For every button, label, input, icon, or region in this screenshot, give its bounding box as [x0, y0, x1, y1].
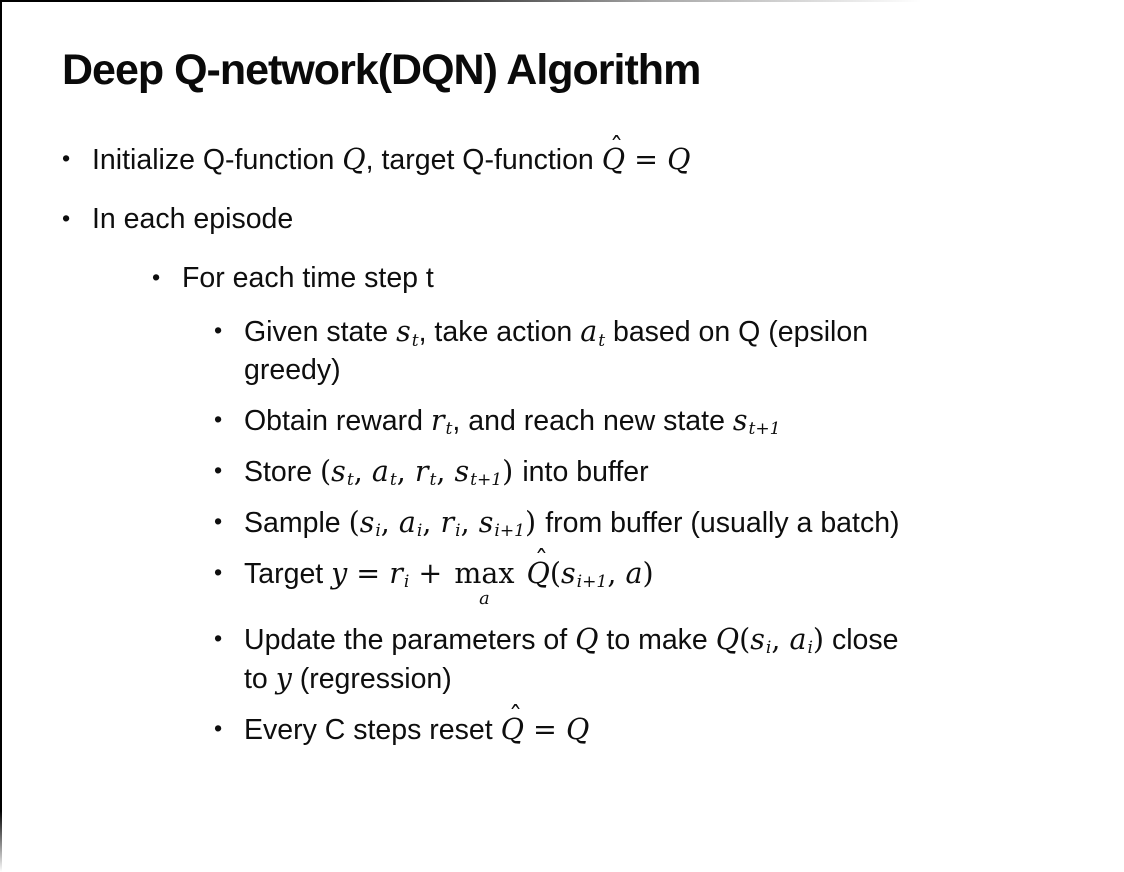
bullet-marker-icon: •	[214, 317, 223, 344]
bullet-list: • Initialize Q-function Q, target Q-funct…	[62, 133, 1090, 750]
bullet-item: • In each episode	[62, 201, 1090, 239]
bullet-text: Given state st, take action at based on …	[244, 315, 869, 386]
slide-border-left	[0, 0, 2, 872]
bullet-item: • Store (st, at, rt, st+1) into buffer	[214, 453, 1090, 492]
bullet-item: • Given state st, take action at based on…	[214, 313, 1090, 390]
bullet-marker-icon: •	[214, 714, 223, 741]
bullet-marker-icon: •	[152, 264, 161, 291]
bullet-text: Initialize Q-function Q, target Q-functi…	[92, 133, 690, 180]
bullet-marker-icon: •	[214, 405, 223, 432]
bullet-item: • Update the parameters of Q to make Q(si…	[214, 621, 1090, 699]
bullet-marker-icon: •	[62, 205, 71, 232]
bullet-item: • Sample (si, ai, ri, si+1) from buffer (…	[214, 504, 1090, 543]
bullet-item: • Obtain reward rt, and reach new state s…	[214, 402, 1090, 441]
bullet-text: Update the parameters of Q to make Q(si,…	[244, 622, 899, 695]
bullet-text: Sample (si, ai, ri, si+1) from buffer (u…	[244, 505, 900, 542]
bullet-item: • Initialize Q-function Q, target Q-funct…	[62, 133, 1090, 180]
bullet-marker-icon: •	[214, 507, 223, 534]
bullet-item: • For each time step t	[152, 260, 1090, 298]
bullet-text: For each time step t	[182, 262, 434, 295]
bullet-marker-icon: •	[214, 624, 223, 651]
bullet-marker-icon: •	[62, 145, 71, 172]
bullet-text: In each episode	[92, 203, 294, 236]
bullet-text: Store (st, at, rt, st+1) into buffer	[244, 454, 649, 491]
slide-border-top	[0, 0, 1124, 2]
bullet-marker-icon: •	[214, 558, 223, 585]
bullet-text: Obtain reward rt, and reach new state st…	[244, 403, 781, 440]
bullet-marker-icon: •	[214, 456, 223, 483]
slide: Deep Q-network(DQN) Algorithm • Initializ…	[62, 46, 1090, 750]
slide-title: Deep Q-network(DQN) Algorithm	[62, 46, 701, 94]
